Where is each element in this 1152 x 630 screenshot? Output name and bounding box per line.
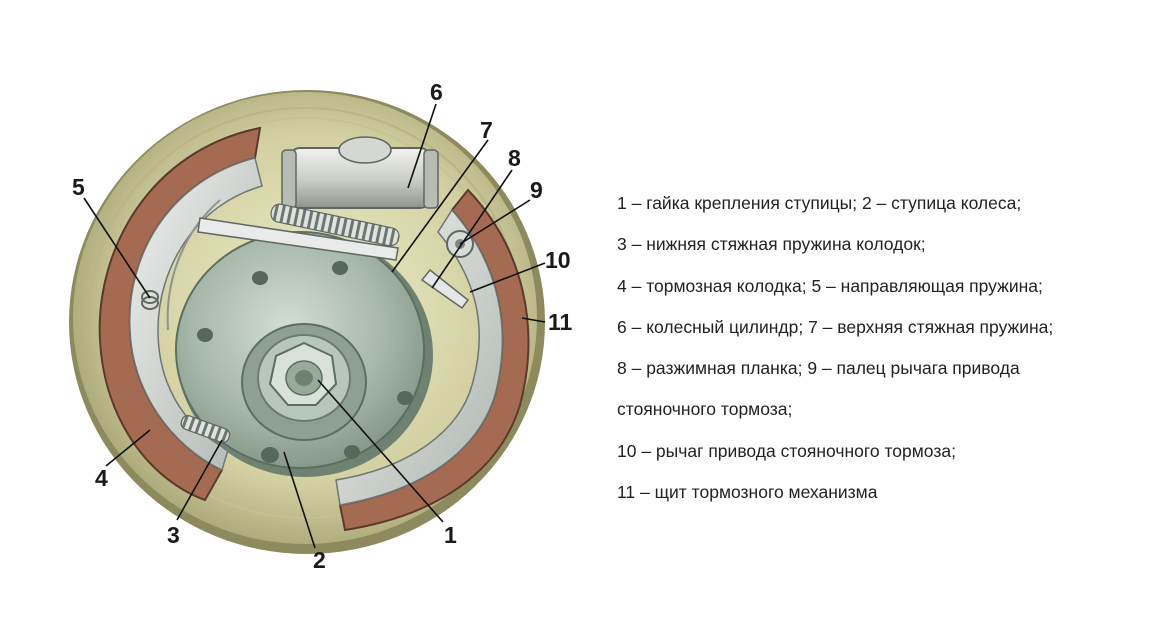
brake-shoe-right	[335, 188, 530, 532]
callout-1: 1	[444, 522, 457, 548]
legend-line: 3 – нижняя стяжная пружина колодок;	[617, 234, 926, 255]
callout-3: 3	[167, 522, 180, 548]
legend-line: 8 – разжимная планка; 9 – палец рычага п…	[617, 358, 1020, 379]
lower-return-spring	[180, 415, 231, 444]
callout-2: 2	[313, 547, 326, 573]
upper-return-spring	[270, 203, 400, 247]
legend: 1 – гайка крепления ступицы; 2 – ступица…	[617, 186, 1137, 516]
callout-4: 4	[95, 465, 108, 491]
legend-line: стояночного тормоза;	[617, 399, 793, 420]
brake-shoe-left	[98, 126, 263, 502]
hub-nut	[268, 341, 338, 406]
callout-6: 6	[430, 79, 443, 105]
callout-7: 7	[480, 117, 493, 143]
legend-line: 4 – тормозная колодка; 5 – направляющая …	[617, 275, 1043, 296]
legend-line: 10 – рычаг привода стояночного тормоза;	[617, 440, 956, 461]
parking-brake-lever	[420, 268, 470, 310]
leader-lines	[83, 103, 546, 549]
callout-10: 10	[545, 247, 571, 273]
callout-11: 11	[548, 309, 573, 335]
callout-labels: 1 2 3 4 5 6 7 8 9 10 11	[72, 79, 573, 573]
spreader-bar	[197, 217, 399, 261]
callout-8: 8	[508, 145, 521, 171]
callout-9: 9	[530, 177, 543, 203]
legend-line: 11 – щит тормозного механизма	[617, 482, 878, 503]
legend-line: 1 – гайка крепления ступицы; 2 – ступица…	[617, 193, 1022, 213]
wheel-cylinder	[281, 136, 439, 209]
brake-mechanism-diagram: 1 2 3 4 5 6 7 8 9 10 11	[69, 79, 573, 573]
callout-5: 5	[72, 174, 85, 200]
legend-line: 6 – колесный цилиндр; 7 – верхняя стяжна…	[617, 316, 1054, 337]
